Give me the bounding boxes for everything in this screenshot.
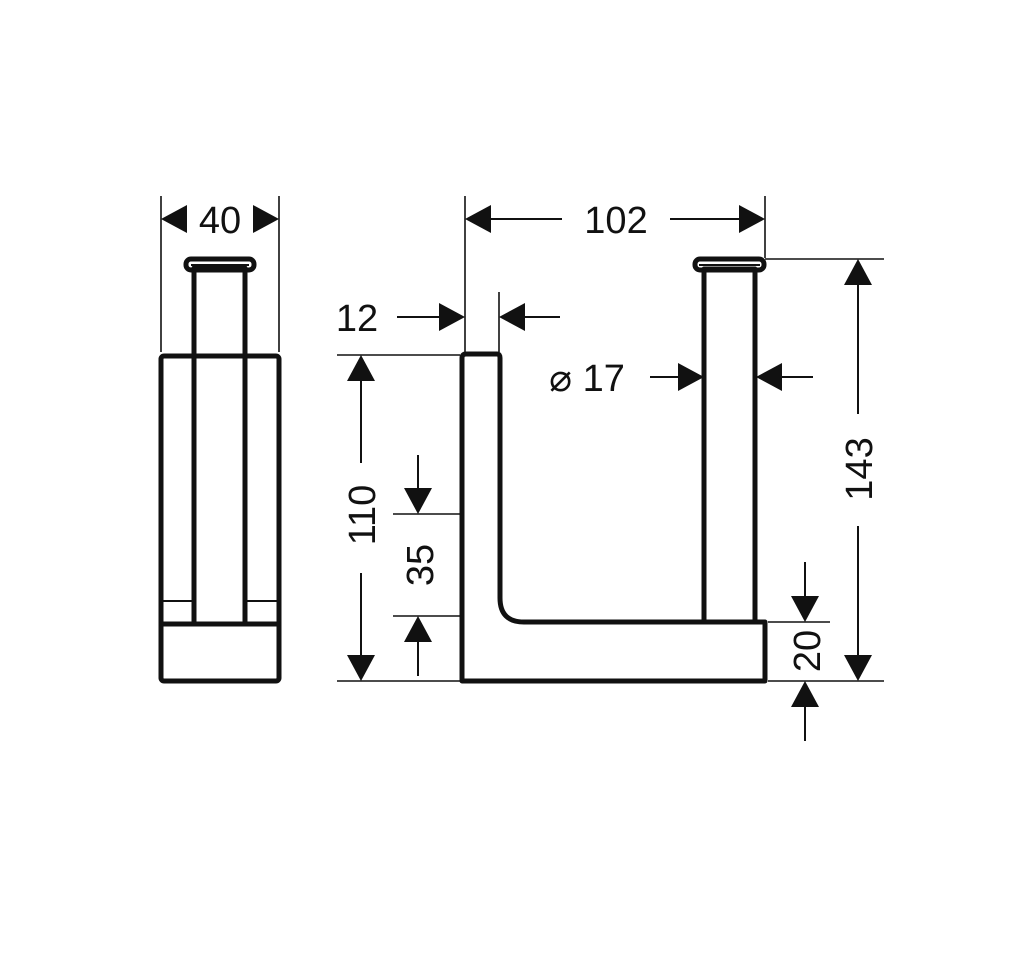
dimension-arrow xyxy=(465,205,491,233)
dimension-arrow xyxy=(791,681,819,707)
dimension-total-height: 143 xyxy=(765,258,884,682)
wall-thickness-label: 12 xyxy=(336,298,378,340)
dimension-front-width: 102 xyxy=(464,196,766,352)
dimension-arrow xyxy=(404,616,432,642)
dimension-arrow xyxy=(756,363,782,391)
dimension-arrow xyxy=(253,205,279,233)
side-view-body xyxy=(158,353,282,684)
dimension-arrow xyxy=(161,205,187,233)
dimension-arrow xyxy=(499,303,525,331)
front-view-pin xyxy=(701,266,758,625)
dimension-arrow xyxy=(844,259,872,285)
dimension-fixing-height: 35 xyxy=(393,455,460,676)
dimension-arrow xyxy=(791,596,819,622)
dimension-side-width: 40 xyxy=(160,196,280,352)
front-width-label: 102 xyxy=(584,200,647,242)
dimension-pin-diameter: ⌀ 17 xyxy=(549,358,813,400)
base-height-label: 20 xyxy=(787,630,829,672)
dimension-arrow xyxy=(844,655,872,681)
dimension-base-height: 20 xyxy=(768,562,830,741)
wall-height-label: 110 xyxy=(342,485,384,546)
pin-diameter-label: ⌀ 17 xyxy=(549,358,625,400)
side-view xyxy=(158,256,282,684)
dimension-arrow xyxy=(404,488,432,514)
dimension-wall-thickness: 12 xyxy=(336,292,560,352)
side-width-label: 40 xyxy=(199,200,241,242)
dimension-arrow xyxy=(347,655,375,681)
dimension-arrow xyxy=(678,363,704,391)
side-view-pin xyxy=(191,265,248,627)
fixing-height-label: 35 xyxy=(400,544,442,586)
side-view-pin-cap xyxy=(183,256,257,273)
dimension-arrow xyxy=(439,303,465,331)
dimension-arrow xyxy=(347,355,375,381)
front-view xyxy=(459,256,768,684)
dimension-wall-height: 110 xyxy=(337,354,460,682)
front-view-body xyxy=(459,351,768,684)
front-view-pin-cap xyxy=(692,256,767,273)
total-height-label: 143 xyxy=(839,437,881,500)
dimension-arrow xyxy=(739,205,765,233)
